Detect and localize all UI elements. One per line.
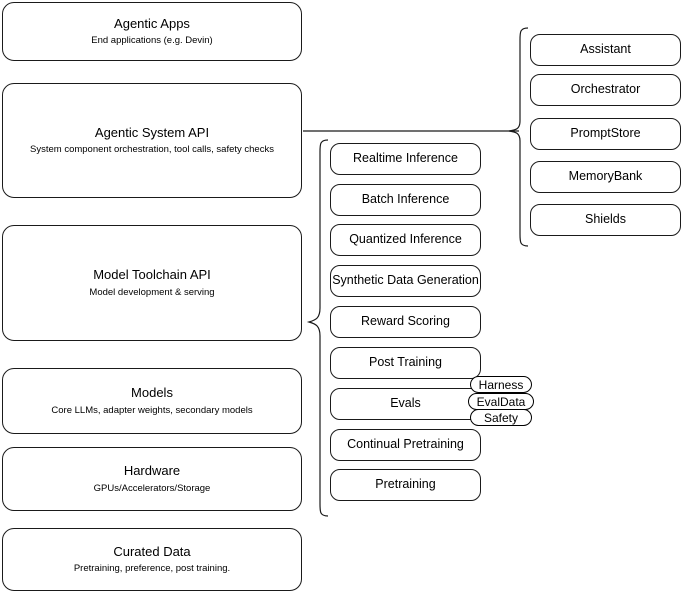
toolchain-item-evals[interactable]: Evals: [330, 388, 481, 420]
toolchain-item-realtime-inference[interactable]: Realtime Inference: [330, 143, 481, 175]
layer-title: Agentic System API: [94, 124, 210, 140]
toolchain-item-label: Reward Scoring: [361, 314, 450, 329]
toolchain-item-pretraining[interactable]: Pretraining: [330, 469, 481, 501]
toolchain-item-synthetic-data-generation[interactable]: Synthetic Data Generation: [330, 265, 481, 297]
eval-pill-evaldata[interactable]: EvalData: [468, 393, 534, 410]
layer-title: Curated Data: [113, 543, 191, 559]
agentic-component-label: PromptStore: [570, 126, 641, 141]
toolchain-item-label: Continual Pretraining: [347, 437, 464, 452]
layer-subtitle: End applications (e.g. Devin): [91, 35, 213, 47]
agentic-component-label: Shields: [585, 212, 626, 227]
agentic-component-shields[interactable]: Shields: [530, 204, 681, 236]
layer-subtitle: Pretraining, preference, post training.: [73, 563, 231, 575]
toolchain-item-post-training[interactable]: Post Training: [330, 347, 481, 379]
eval-pill-label: Safety: [483, 410, 519, 425]
layer-model-toolchain-api[interactable]: Model Toolchain API Model development & …: [2, 225, 302, 341]
layer-agentic-apps[interactable]: Agentic Apps End applications (e.g. Devi…: [2, 2, 302, 61]
agentic-component-orchestrator[interactable]: Orchestrator: [530, 74, 681, 106]
toolchain-item-reward-scoring[interactable]: Reward Scoring: [330, 306, 481, 338]
toolchain-item-label: Evals: [390, 396, 421, 411]
eval-pill-label: EvalData: [476, 394, 526, 409]
toolchain-item-label: Batch Inference: [361, 192, 450, 207]
layer-subtitle: System component orchestration, tool cal…: [30, 144, 274, 156]
toolchain-item-label: Quantized Inference: [349, 232, 462, 247]
toolchain-item-label: Synthetic Data Generation: [332, 273, 479, 288]
toolchain-item-batch-inference[interactable]: Batch Inference: [330, 184, 481, 216]
eval-pill-label: Harness: [478, 377, 524, 392]
toolchain-item-continual-pretraining[interactable]: Continual Pretraining: [330, 429, 481, 461]
agentic-component-memorybank[interactable]: MemoryBank: [530, 161, 681, 193]
eval-pill-harness[interactable]: Harness: [470, 376, 532, 393]
layer-hardware[interactable]: Hardware GPUs/Accelerators/Storage: [2, 447, 302, 511]
toolchain-item-label: Post Training: [369, 355, 442, 370]
agentic-components-brace: [508, 27, 529, 247]
toolchain-item-quantized-inference[interactable]: Quantized Inference: [330, 224, 481, 256]
agentic-component-label: MemoryBank: [568, 169, 643, 184]
agentic-component-label: Assistant: [580, 42, 631, 57]
layer-agentic-system-api[interactable]: Agentic System API System component orch…: [2, 83, 302, 198]
layer-subtitle: Core LLMs, adapter weights, secondary mo…: [51, 404, 253, 416]
layer-subtitle: GPUs/Accelerators/Storage: [93, 482, 211, 494]
agentic-component-assistant[interactable]: Assistant: [530, 34, 681, 66]
toolchain-brace: [306, 139, 329, 517]
eval-pill-safety[interactable]: Safety: [470, 409, 532, 426]
layer-title: Model Toolchain API: [93, 267, 211, 283]
layer-title: Models: [131, 385, 173, 401]
agentic-component-promptstore[interactable]: PromptStore: [530, 118, 681, 150]
agentic-component-label: Orchestrator: [570, 82, 641, 97]
layer-models[interactable]: Models Core LLMs, adapter weights, secon…: [2, 368, 302, 434]
layer-title: Hardware: [123, 463, 181, 479]
layer-subtitle: Model development & serving: [89, 286, 215, 298]
toolchain-item-label: Pretraining: [375, 477, 436, 492]
layer-title: Agentic Apps: [114, 15, 190, 31]
toolchain-item-label: Realtime Inference: [353, 151, 458, 166]
layer-curated-data[interactable]: Curated Data Pretraining, preference, po…: [2, 528, 302, 591]
